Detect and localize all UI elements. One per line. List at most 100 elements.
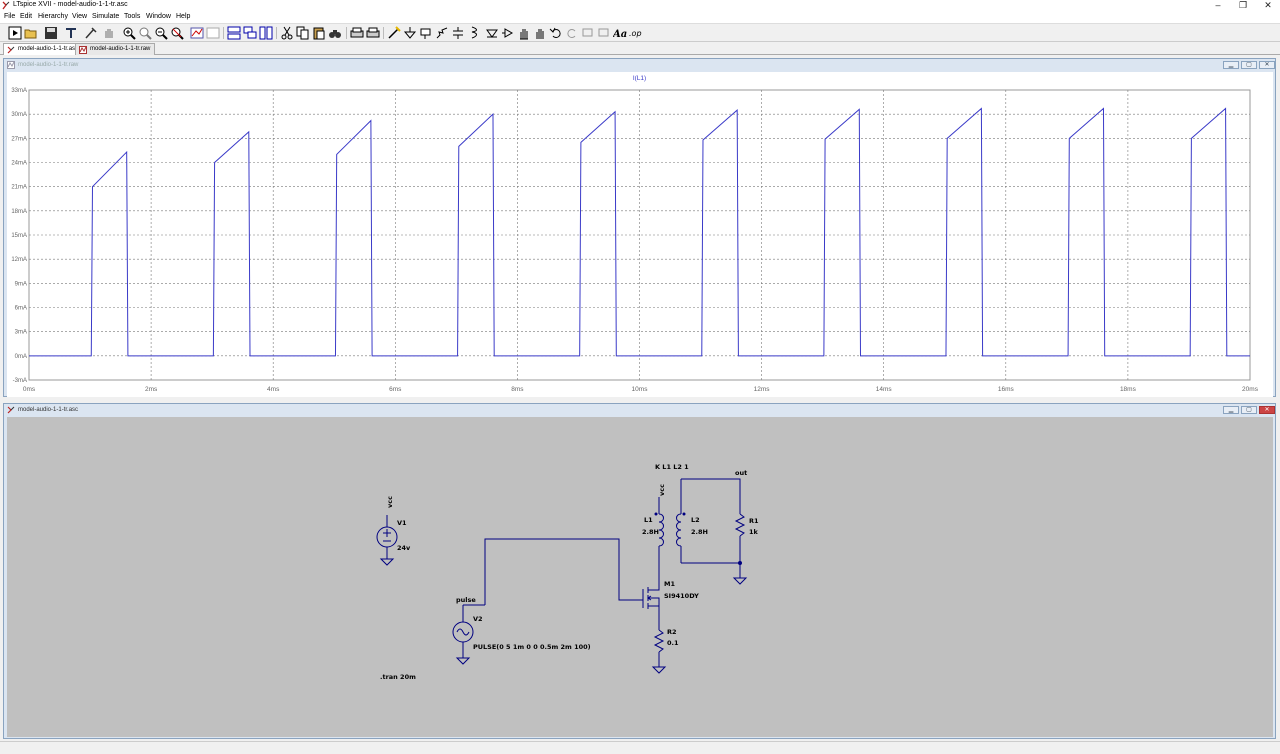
r1-name: R1 [749,517,759,525]
svg-text:.op: .op [629,29,642,38]
resistor-icon[interactable] [435,26,449,40]
tran-directive[interactable]: .tran 20m [380,673,416,681]
print-preview-icon[interactable] [366,26,380,40]
waveform-icon [7,61,15,69]
schematic-drawing[interactable] [7,417,1273,737]
mirror-icon[interactable] [597,26,611,40]
rotate-icon[interactable] [581,26,595,40]
x-tick-label: 20ms [1242,386,1259,393]
l1-inductor[interactable] [654,497,664,579]
y-tick-label: 24mA [11,161,27,167]
l2-value: 2.8H [691,528,708,536]
menu-simulate[interactable]: Simulate [92,13,120,20]
print-icon[interactable] [350,26,364,40]
wire-icon[interactable] [387,26,401,40]
tab-label: model-audio-1-1-tr.asc [18,46,79,52]
menu-edit[interactable]: Edit [20,13,33,20]
m1-mosfet[interactable] [642,579,660,622]
maximize-icon[interactable]: ▢ [1241,406,1257,414]
schematic-window: model-audio-1-1-tr.asc ▁ ▢ ✕ [3,403,1276,739]
trace-i-l1 [29,107,1250,357]
x-tick-label: 0ms [23,386,36,393]
halt-icon[interactable] [84,26,98,40]
maximize-icon[interactable]: ▢ [1241,61,1257,69]
x-tick-label: 14ms [876,386,893,393]
v1-value: 24v [397,544,411,552]
text-icon[interactable]: Aa [613,26,627,40]
v2-pulse-source[interactable] [452,604,485,665]
tab-waveform[interactable]: model-audio-1-1-tr.raw [75,43,156,55]
zoom-fit-icon[interactable] [170,26,184,40]
component-icon[interactable] [501,26,515,40]
tab-schematic[interactable]: model-audio-1-1-tr.asc [3,43,84,55]
r1-resistor[interactable] [681,478,748,585]
schematic-icon [7,406,15,414]
close-icon[interactable]: ✕ [1264,0,1272,10]
inductor-icon[interactable] [467,26,481,40]
minimize-icon[interactable]: – [1215,0,1221,10]
menu-help[interactable]: Help [176,13,191,20]
restore-icon[interactable]: ❐ [1238,0,1248,10]
paste-icon[interactable] [312,26,326,40]
r2-value: 0.1 [667,639,679,647]
ground-icon[interactable] [403,26,417,40]
close-icon[interactable]: ✕ [1259,61,1275,69]
cascade-icon[interactable] [243,26,257,40]
label-icon[interactable] [419,26,433,40]
x-tick-label: 12ms [754,386,771,393]
find-icon[interactable] [328,26,342,40]
diode-icon[interactable] [485,26,499,40]
y-tick-label: 21mA [11,185,27,191]
zoom-in-icon[interactable] [122,26,136,40]
m1-name: M1 [664,580,675,588]
coupling-directive[interactable]: K L1 L2 1 [655,463,689,471]
tile-vertical-icon[interactable] [259,26,273,40]
save-icon[interactable] [44,26,58,40]
pulse-label: pulse [456,596,476,604]
minimize-icon[interactable]: ▁ [1223,61,1239,69]
redo-icon[interactable] [565,26,579,40]
menu-file[interactable]: File [4,13,16,20]
hand-icon[interactable] [102,26,116,40]
run-icon[interactable] [8,26,22,40]
waveform-window-title: model-audio-1-1-tr.raw [18,62,79,68]
y-tick-label: 27mA [11,136,27,142]
autorange-icon[interactable] [190,26,204,40]
l2-inductor[interactable] [676,479,686,563]
zoom-pan-icon[interactable] [138,26,152,40]
close-icon[interactable]: ✕ [1259,406,1275,414]
x-tick-label: 2ms [145,386,158,393]
move-icon[interactable] [517,26,531,40]
cancel-zoom-icon[interactable] [206,26,220,40]
minimize-icon[interactable]: ▁ [1223,406,1239,414]
drag-icon[interactable] [533,26,547,40]
tile-horizontal-icon[interactable] [227,26,241,40]
menu-view[interactable]: View [72,13,88,20]
copy-icon[interactable] [296,26,310,40]
menu-tools[interactable]: Tools [124,13,141,20]
y-tick-label: 9mA [15,281,27,287]
title-bar: LTspice XVII - model-audio-1-1-tr.asc – … [0,0,1280,12]
toolbar: Aa .op [0,23,1280,42]
zoom-out-icon[interactable] [154,26,168,40]
menu-hierarchy[interactable]: Hierarchy [38,13,68,20]
capacitor-icon[interactable] [451,26,465,40]
open-icon[interactable] [24,26,38,40]
undo-icon[interactable] [549,26,563,40]
v1-voltage-source[interactable] [376,515,398,566]
l1-name: L1 [644,516,653,524]
menu-window[interactable]: Window [146,13,171,20]
cut-icon[interactable] [280,26,294,40]
schematic-canvas[interactable]: vcc V1 24v vcc K L1 L2 1 out L1 2.8H L2 … [7,417,1273,737]
r1-value: 1k [749,528,758,536]
spice-directive-icon[interactable]: .op [629,26,643,40]
control-panel-icon[interactable] [64,26,78,40]
document-tab-bar: model-audio-1-1-tr.asc model-audio-1-1-t… [0,42,1280,55]
y-tick-label: 0mA [15,354,27,360]
y-tick-label: 12mA [11,257,27,263]
x-tick-label: 16ms [998,386,1015,393]
r2-resistor[interactable] [651,622,667,674]
